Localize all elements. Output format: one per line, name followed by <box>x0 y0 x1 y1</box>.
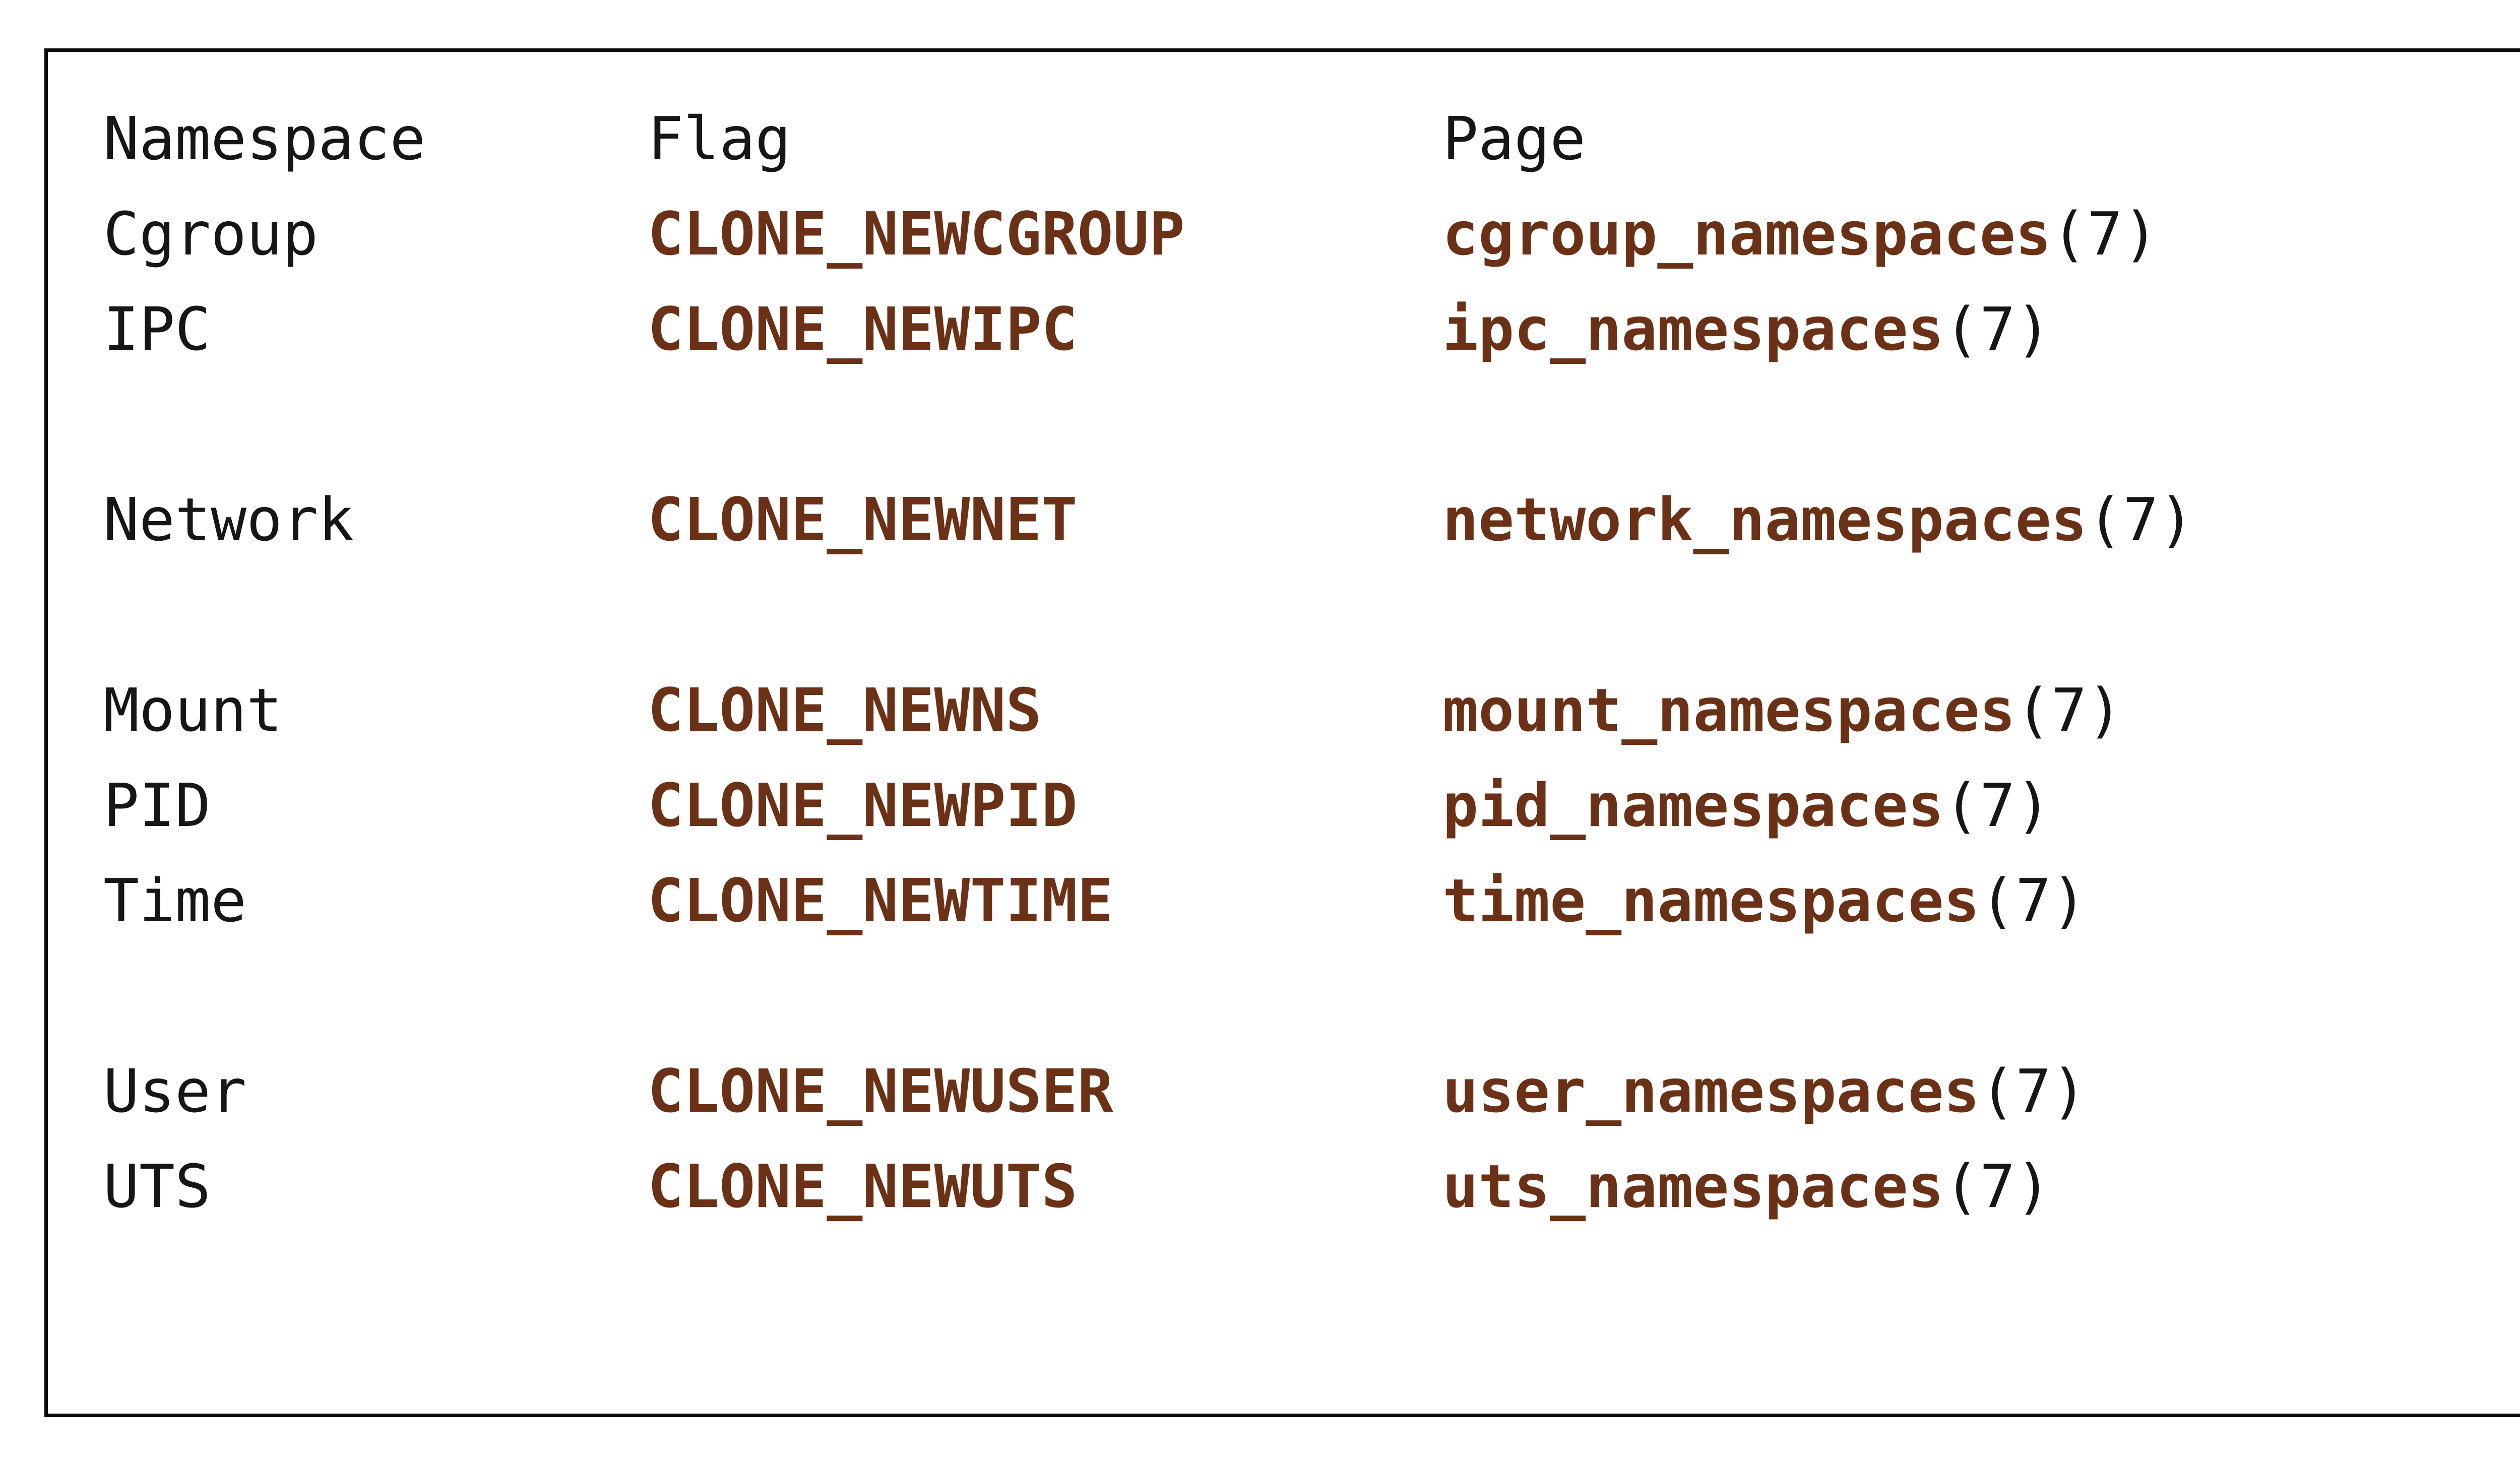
namespaces-table-frame: Namespace Flag Page Isolates CgroupCLONE… <box>44 48 2520 1417</box>
cell-namespace: IPC. <box>103 282 648 472</box>
clone-flag-value: CLONE_NEWUSER <box>648 1056 1113 1126</box>
table-row: Network.CLONE_NEWNET.network_namespaces(… <box>103 472 2520 663</box>
table-header-row: Namespace Flag Page Isolates <box>103 91 2520 186</box>
namespace-name: Cgroup <box>103 199 319 269</box>
clone-flag-value: CLONE_NEWTIME <box>648 866 1113 935</box>
cell-page: pid_namespaces(7) <box>1442 758 2520 853</box>
man-page-name: user_namespaces <box>1442 1056 1980 1126</box>
man-page-section: (7) <box>1979 1056 2087 1126</box>
cell-page: network_namespaces(7). <box>1442 472 2520 663</box>
man-page-section: (7) <box>2015 675 2123 745</box>
cell-flag: CLONE_NEWIPC. <box>648 282 1442 472</box>
cell-flag: CLONE_NEWUSER <box>648 1044 1442 1139</box>
cell-flag: CLONE_NEWCGROUP <box>648 186 1442 282</box>
clone-flag-value: CLONE_NEWUTS <box>648 1152 1078 1221</box>
cell-namespace: Network. <box>103 472 648 663</box>
table-row: IPC.CLONE_NEWIPC.ipc_namespaces(7).Syste… <box>103 282 2520 472</box>
cell-namespace: Time. <box>103 853 648 1044</box>
cell-page: mount_namespaces(7) <box>1442 663 2520 758</box>
cell-namespace: Cgroup <box>103 186 648 282</box>
clone-flag-value: CLONE_NEWPID <box>648 771 1078 840</box>
column-header-page: Page <box>1442 104 1586 173</box>
namespace-name: Mount <box>103 675 283 745</box>
man-page-section: (7) <box>2051 199 2159 269</box>
namespace-name: Network <box>103 485 354 554</box>
cell-flag: CLONE_NEWTIME. <box>648 853 1442 1044</box>
cell-page: user_namespaces(7) <box>1442 1044 2520 1139</box>
cell-flag: CLONE_NEWUTS. <box>648 1139 1442 1329</box>
table-row: Time.CLONE_NEWTIME.time_namespaces(7).Bo… <box>103 853 2520 1044</box>
table-row: MountCLONE_NEWNSmount_namespaces(7)Mount… <box>103 663 2520 758</box>
namespace-name: UTS <box>103 1152 211 1221</box>
cell-flag: CLONE_NEWNS <box>648 663 1442 758</box>
man-page-name: pid_namespaces <box>1442 771 1944 840</box>
namespace-name: PID <box>103 771 211 840</box>
namespace-name: Time <box>103 866 247 935</box>
cell-flag: CLONE_NEWNET. <box>648 472 1442 663</box>
namespaces-table: Namespace Flag Page Isolates CgroupCLONE… <box>103 91 2520 1329</box>
clone-flag-value: CLONE_NEWNS <box>648 675 1042 745</box>
cell-page: ipc_namespaces(7). <box>1442 282 2520 472</box>
man-page-section: (7) <box>1943 771 2051 840</box>
cell-namespace: PID <box>103 758 648 853</box>
clone-flag-value: CLONE_NEWIPC <box>648 294 1078 364</box>
man-page-name: uts_namespaces <box>1442 1152 1944 1221</box>
man-page-name: ipc_namespaces <box>1442 294 1944 364</box>
cell-namespace: Mount <box>103 663 648 758</box>
clone-flag-value: CLONE_NEWCGROUP <box>648 199 1185 269</box>
man-page-name: time_namespaces <box>1442 866 1980 935</box>
table-row: UTS.CLONE_NEWUTS.uts_namespaces(7).Hostn… <box>103 1139 2520 1329</box>
table-row: PIDCLONE_NEWPIDpid_namespaces(7)Process … <box>103 758 2520 853</box>
table-row: UserCLONE_NEWUSERuser_namespaces(7)User … <box>103 1044 2520 1139</box>
table-row: Cgroup CLONE_NEWCGROUP cgroup_namespaces(7… <box>103 186 2520 282</box>
cell-namespace: User <box>103 1044 648 1139</box>
man-page-section: (7) <box>1943 1152 2051 1221</box>
man-page-name: mount_namespaces <box>1442 675 2015 745</box>
cell-page: time_namespaces(7). <box>1442 853 2520 1044</box>
man-page-section: (7) <box>1943 294 2051 364</box>
man-page-name: network_namespaces <box>1442 485 2087 554</box>
cell-page: cgroup_namespaces(7) <box>1442 186 2520 282</box>
namespace-name: User <box>103 1056 247 1126</box>
column-header-flag: Flag <box>648 104 791 173</box>
cell-namespace: UTS. <box>103 1139 648 1329</box>
man-page-section: (7) <box>2087 485 2194 554</box>
man-page-section: (7) <box>1979 866 2087 935</box>
column-header-namespace: Namespace <box>103 104 426 173</box>
cell-page: uts_namespaces(7). <box>1442 1139 2520 1329</box>
namespace-name: IPC <box>103 294 211 364</box>
clone-flag-value: CLONE_NEWNET <box>648 485 1078 554</box>
cell-flag: CLONE_NEWPID <box>648 758 1442 853</box>
man-page-name: cgroup_namespaces <box>1442 199 2051 269</box>
